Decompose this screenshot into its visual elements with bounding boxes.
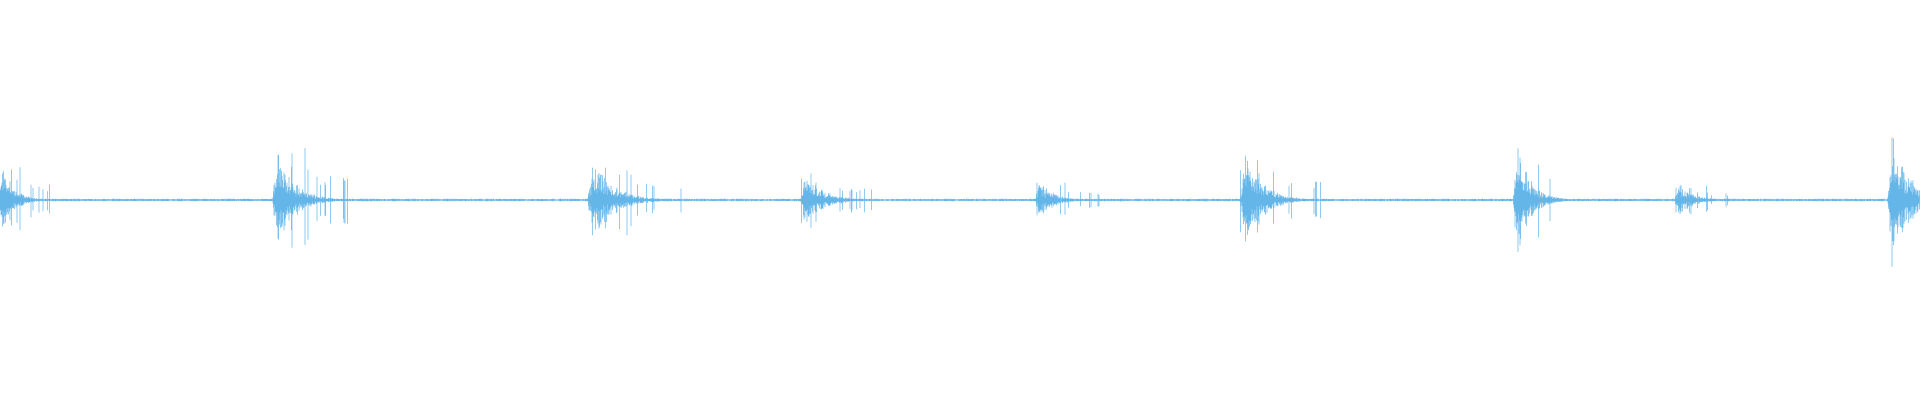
waveform-samples (0, 137, 1920, 267)
waveform-path (0, 137, 1920, 267)
